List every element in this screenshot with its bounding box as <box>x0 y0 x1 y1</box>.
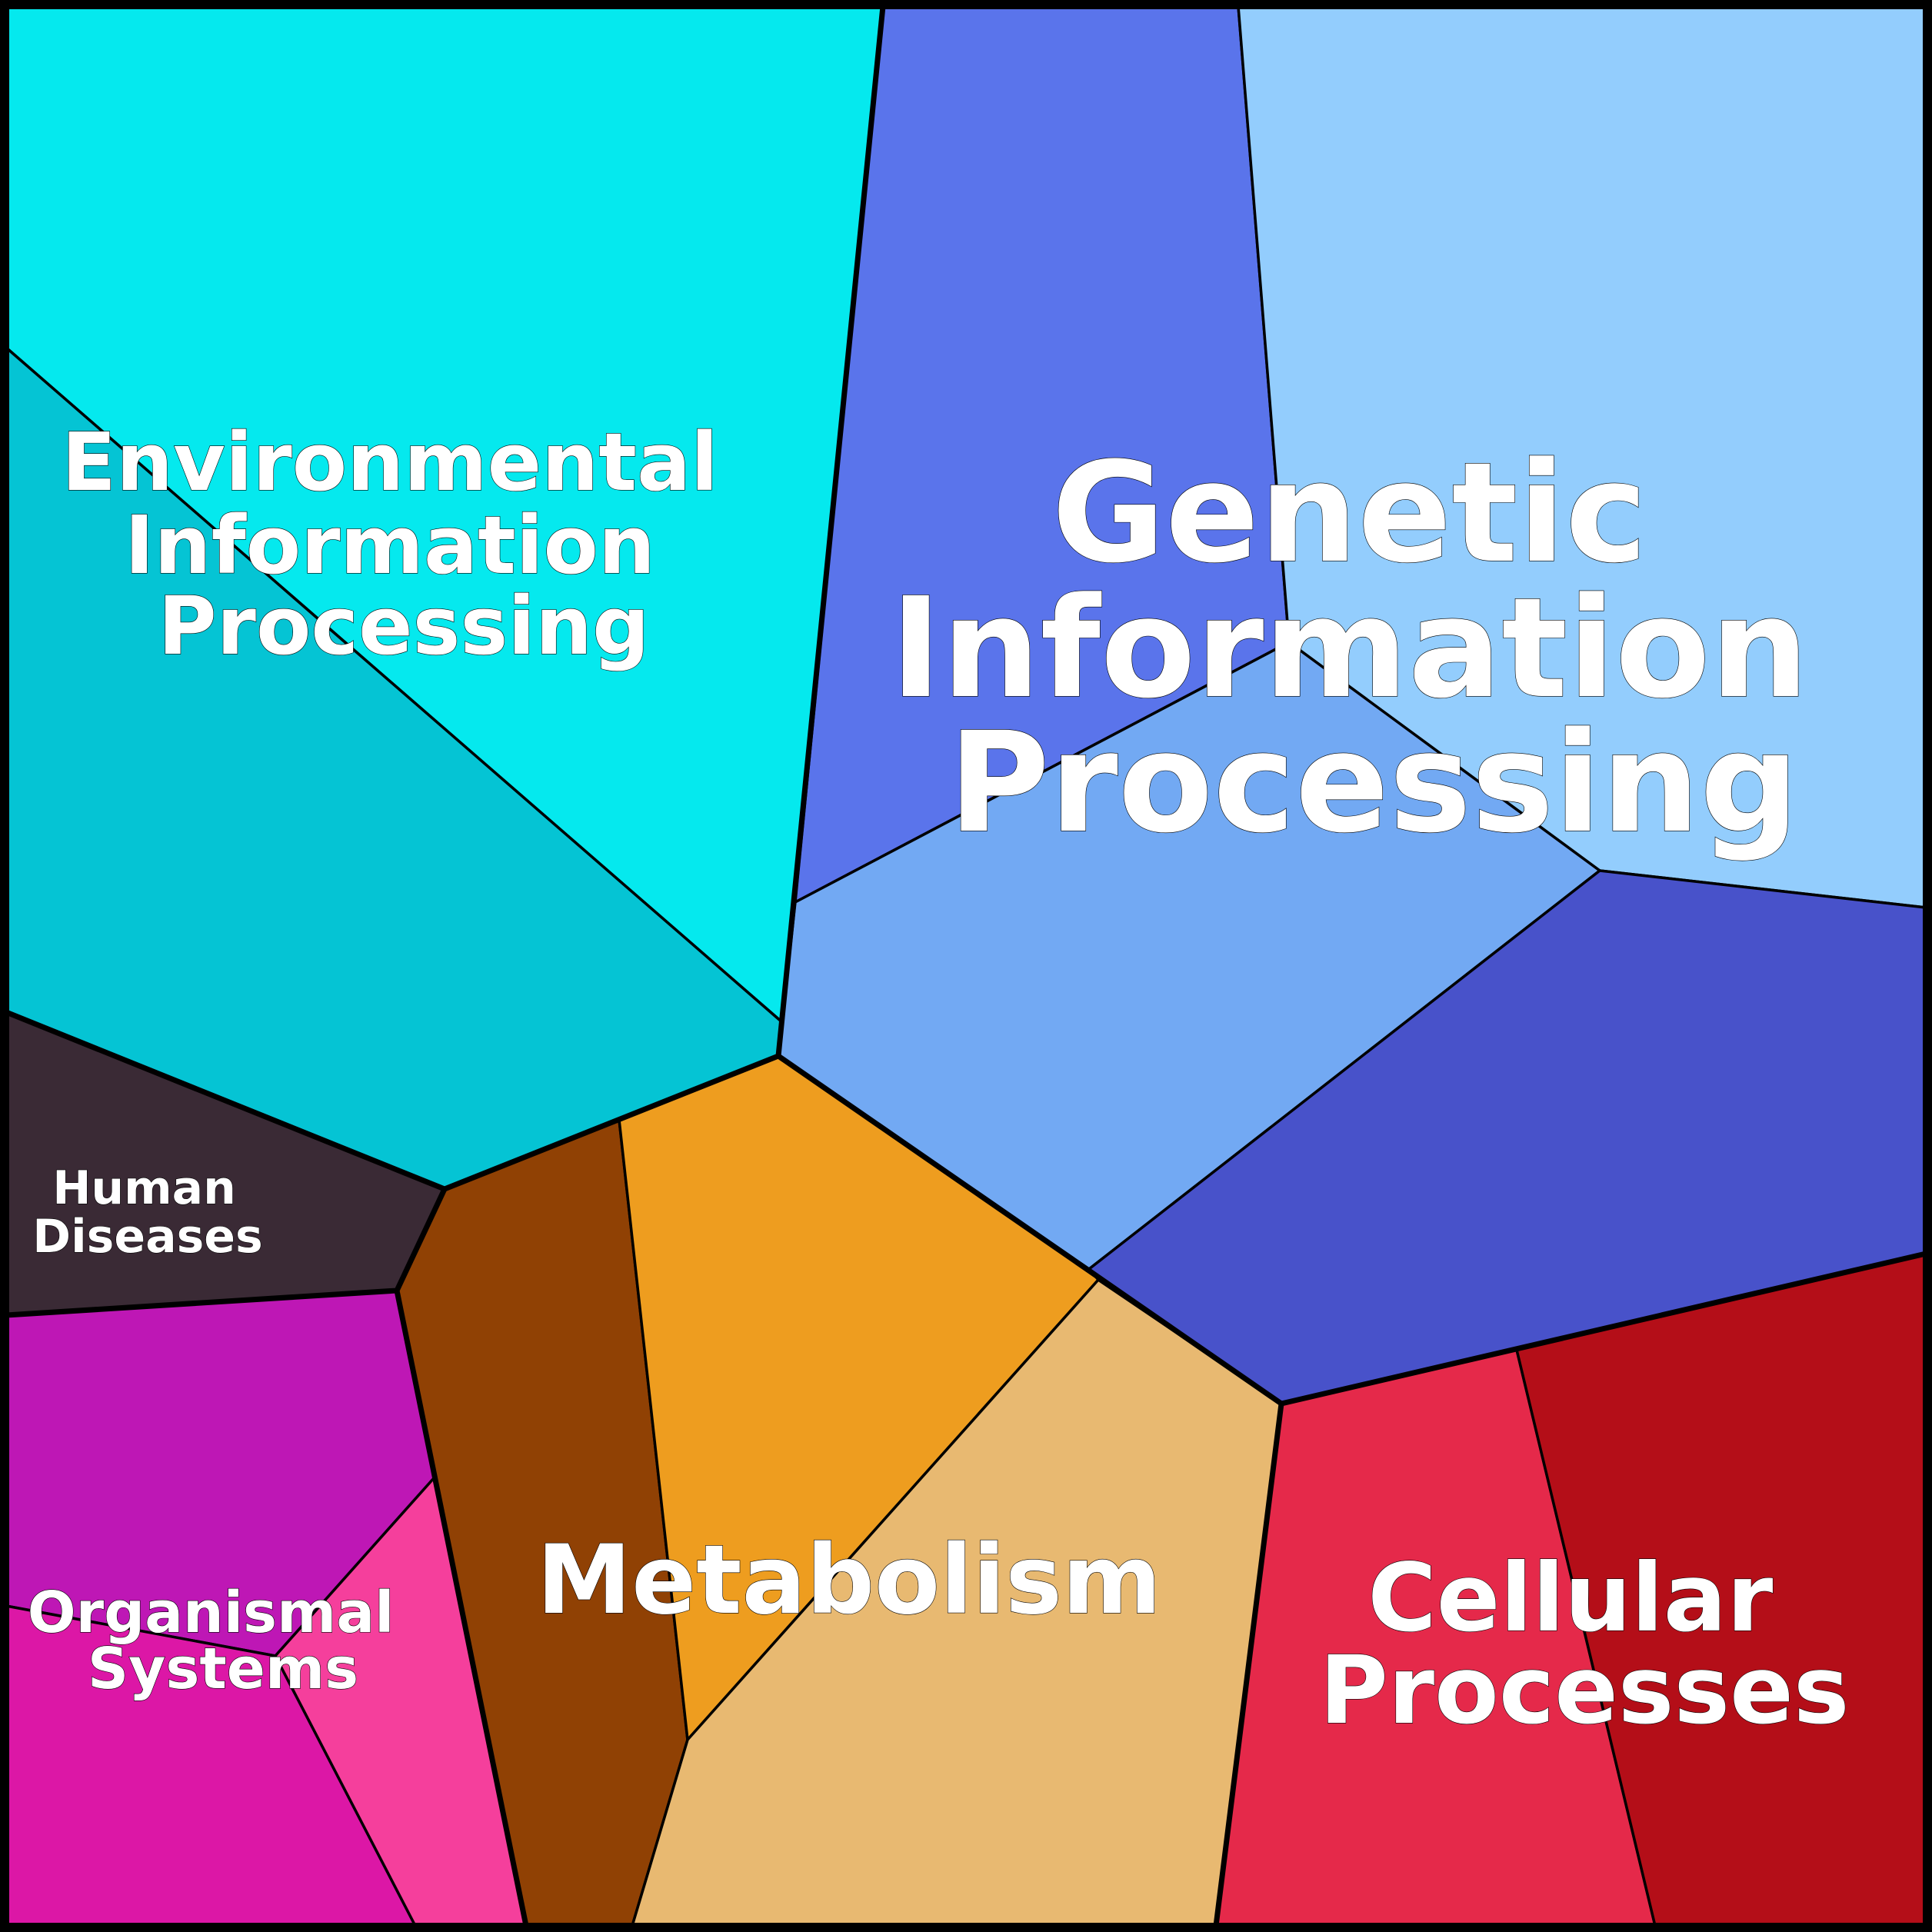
label-line: Information <box>890 568 1808 729</box>
label-environmental-information-processing: Environmental Information Processing <box>62 415 746 673</box>
label-line: Diseases <box>32 1210 262 1264</box>
border-organismal-metabolism <box>394 1287 529 1929</box>
label-line: Organismal <box>28 1580 395 1646</box>
border-metabolism-cellular <box>1213 1401 1284 1929</box>
label-cellular-processes: Cellular Processes <box>1319 1544 1849 1745</box>
label-line: Processes <box>1319 1636 1849 1745</box>
label-line: Metabolism <box>537 1525 1161 1636</box>
label-line: Information <box>125 498 655 592</box>
label-line: Genetic <box>1051 433 1647 594</box>
label-human-diseases: Human Diseases <box>32 1161 262 1264</box>
border-env-genetic <box>775 3 886 1059</box>
label-organismal-systems: Organismal Systems <box>28 1580 415 1702</box>
label-metabolism: Metabolism <box>537 1525 1161 1636</box>
label-line: Human <box>52 1161 236 1215</box>
label-line: Processing <box>158 579 649 673</box>
label-genetic-information-processing: Genetic Information Processing <box>890 433 1857 864</box>
label-line: Processing <box>948 703 1799 864</box>
label-line: Cellular <box>1367 1544 1773 1653</box>
label-line: Systems <box>88 1636 358 1702</box>
label-line: Environmental <box>62 415 718 509</box>
